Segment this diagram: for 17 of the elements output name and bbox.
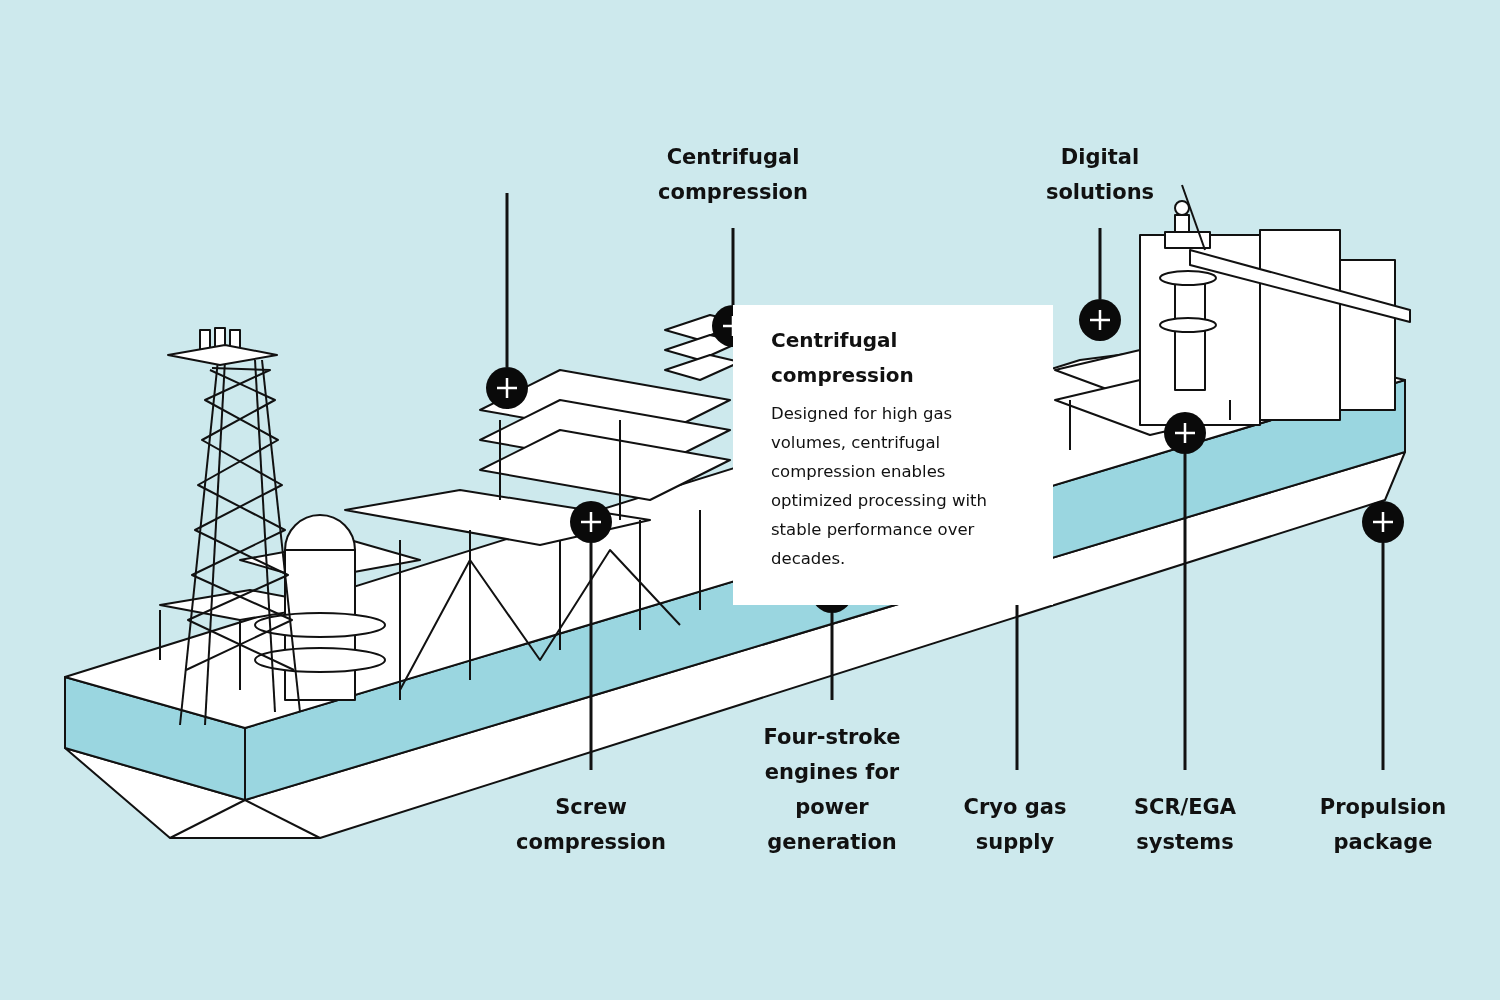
callout-label: Screw compression	[496, 790, 686, 860]
leader-line	[1381, 543, 1385, 770]
plus-button	[486, 367, 528, 409]
leader-line	[1098, 228, 1102, 299]
callout-label: Digital solutions	[1010, 140, 1190, 210]
card-description: Designed for high gas volumes, centrifugal compression enables optimized processing with stable performance over decades.	[771, 403, 988, 570]
callout-label: Four-stroke engines for power generation	[737, 720, 927, 860]
plus-button	[1079, 299, 1121, 341]
leader-line	[1183, 454, 1187, 770]
callout-label: Propulsion package	[1298, 790, 1468, 860]
leader-line	[1015, 605, 1019, 770]
info-tooltip	[733, 305, 1053, 605]
plus-button	[1362, 501, 1404, 543]
leader-line	[731, 228, 735, 305]
callout-label: Centrifugal compression	[633, 140, 833, 210]
leader-line	[505, 193, 509, 367]
card-heading: Centrifugal compression	[771, 327, 915, 389]
